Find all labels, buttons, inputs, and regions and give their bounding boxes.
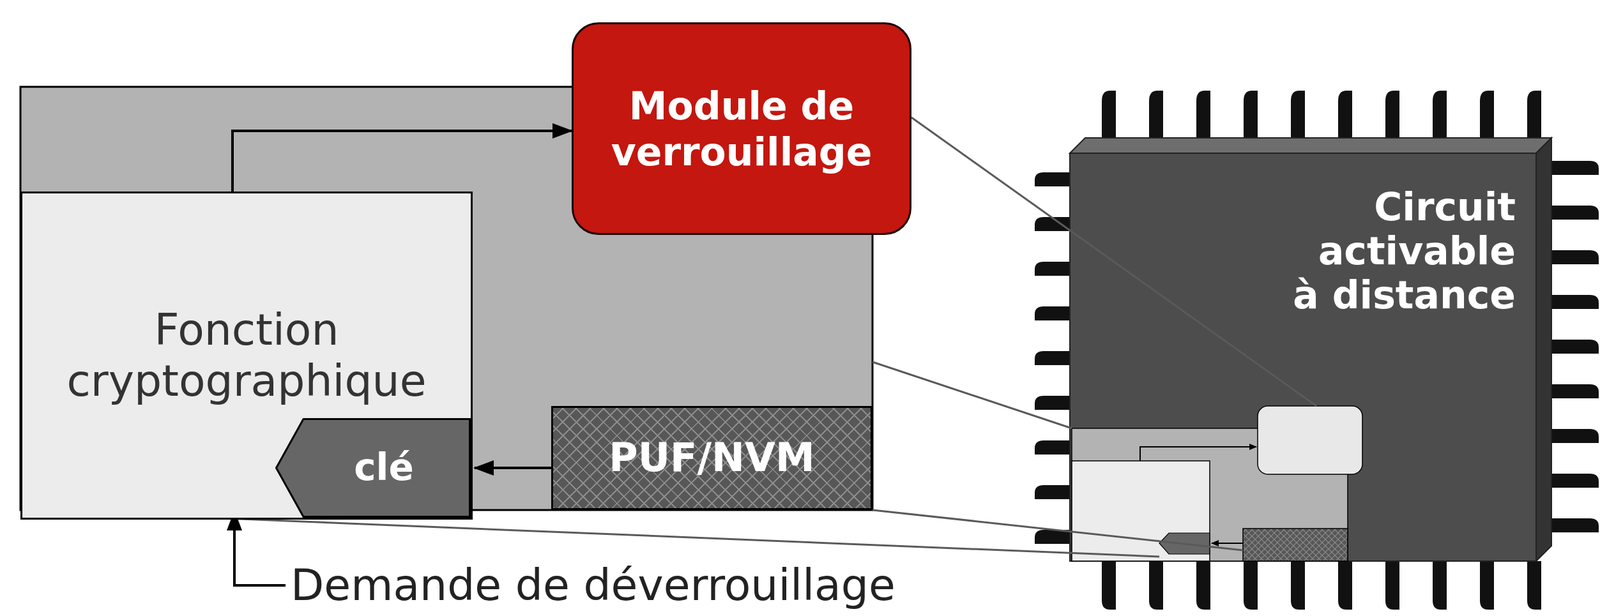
chip-pins-top	[1096, 89, 1544, 140]
node-text: clé	[353, 447, 414, 489]
mini-lock-module	[1257, 406, 1363, 475]
node-text: Module de verrouillage	[587, 83, 896, 176]
node-text: Circuit activable à distance	[1285, 185, 1516, 318]
mini-arrow	[1211, 542, 1243, 545]
puf-nvm-box: PUF/NVM	[551, 406, 873, 511]
chip-pins-left	[1033, 164, 1072, 555]
crypto-function-box: Fonction cryptographique clé	[20, 191, 473, 520]
leader-line	[872, 510, 1243, 551]
chip-label-area: Circuit activable à distance	[1069, 143, 1552, 562]
arrow-connector	[232, 130, 572, 192]
node-text: PUF/NVM	[608, 436, 815, 480]
node-text: Fonction cryptographique	[28, 304, 465, 407]
mini-crypto-box	[1071, 461, 1210, 562]
key-tag: clé	[275, 418, 471, 519]
leader-line	[872, 362, 1072, 429]
chip-pins-right	[1550, 153, 1600, 543]
request-label: Demande de déverrouillage	[290, 560, 896, 611]
chip-body	[1069, 153, 1537, 562]
chip-top-bevel	[1069, 137, 1552, 154]
arrow-connector	[474, 466, 552, 470]
chip-side-bevel	[1536, 137, 1552, 562]
request-arrow	[234, 511, 286, 586]
chip-pins-bottom	[1096, 560, 1544, 612]
mini-arrow	[1140, 447, 1257, 462]
lock-module-box: Module de verrouillage	[571, 22, 912, 236]
leader-line	[911, 117, 1317, 407]
mini-puf-box	[1242, 528, 1348, 562]
key-tag-shape	[276, 419, 471, 518]
